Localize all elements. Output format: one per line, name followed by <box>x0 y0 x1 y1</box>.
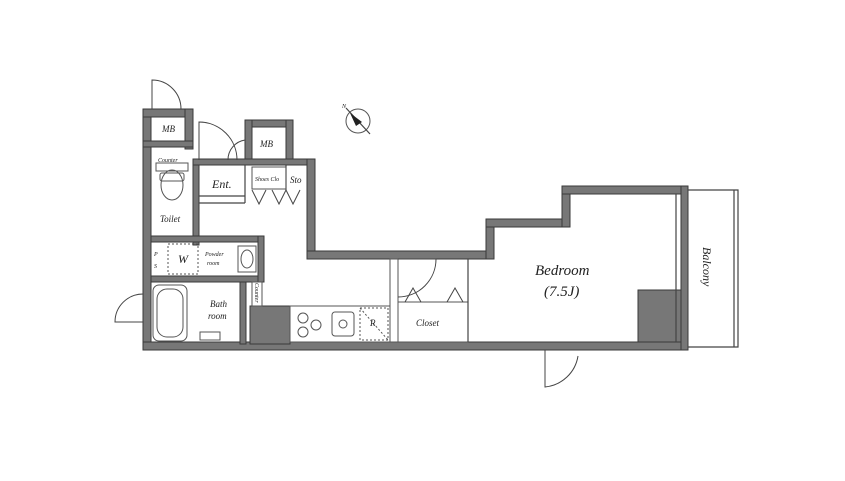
bath-room-label-1: Bath <box>210 299 227 309</box>
doors <box>114 79 579 388</box>
powder-room-label-2: room <box>207 261 220 267</box>
pipe-space-p-label: P <box>153 252 158 258</box>
pipe-space-s-label: S <box>154 264 157 270</box>
side-counter-label: Counter <box>253 283 259 303</box>
fixtures <box>152 162 391 343</box>
balcony-label: Balcony <box>700 247 714 287</box>
mb-left-label: MB <box>161 124 175 134</box>
bedroom-size-label: (7.5J) <box>544 284 579 300</box>
bedroom-label: Bedroom <box>535 263 590 279</box>
storage-label: Sto <box>290 175 302 185</box>
toilet-counter-label: Counter <box>158 158 178 164</box>
shoes-closet-label: Shoes Clo <box>255 177 279 183</box>
exterior-walls <box>142 108 689 351</box>
powder-room-label-1: Powder <box>204 252 224 258</box>
mb-right-label: MB <box>259 139 273 149</box>
compass: N <box>341 104 371 135</box>
compass-north-label: N <box>341 104 347 110</box>
entrance-label: Ent. <box>211 177 232 191</box>
closet-label: Closet <box>416 318 440 328</box>
refrigerator-label: R <box>369 318 376 328</box>
toilet-label: Toilet <box>160 214 181 224</box>
washer-label: W <box>178 252 189 266</box>
bath-room-label-2: room <box>208 311 227 321</box>
balcony-outline <box>688 189 739 348</box>
